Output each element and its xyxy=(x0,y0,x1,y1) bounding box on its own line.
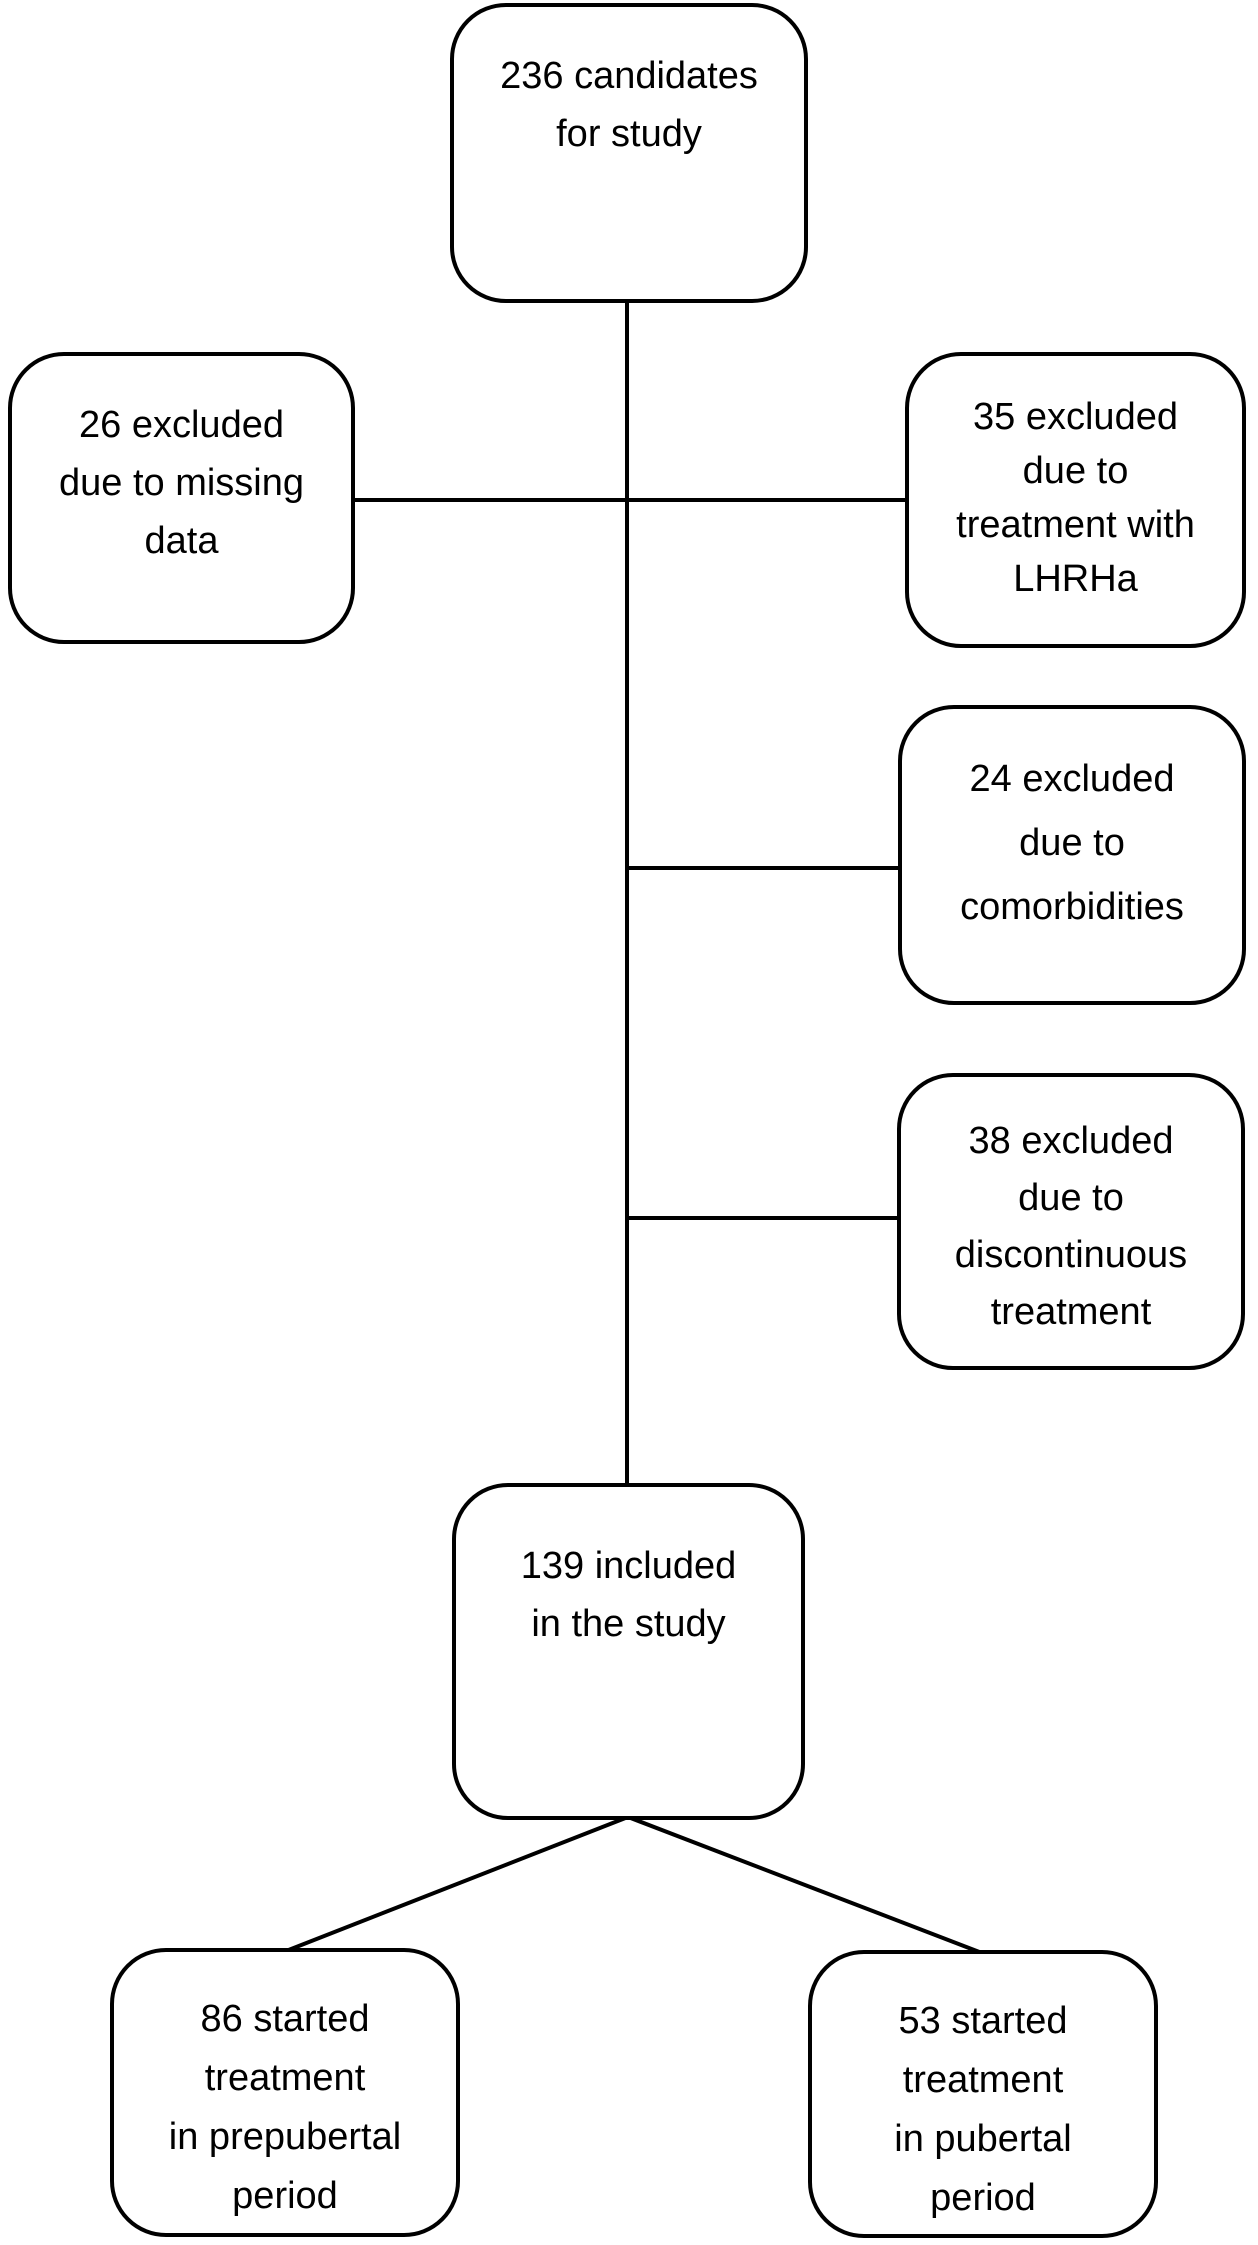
node-excluded-missing-data-text: 26 excluded due to missing data xyxy=(58,404,304,562)
node-excluded-missing-data: 26 excluded due to missing data xyxy=(8,352,355,644)
node-included-text: 139 included in the study xyxy=(520,1545,737,1645)
connector-diagonal-left xyxy=(285,1815,629,1953)
node-pubertal: 53 started treatment in pubertal period xyxy=(808,1950,1158,2238)
node-excluded-discontinuous: 38 excluded due to discontinuous treatme… xyxy=(897,1073,1245,1370)
node-excluded-comorbidities-text: 24 excluded due to comorbidities xyxy=(960,758,1184,928)
node-excluded-comorbidities: 24 excluded due to comorbidities xyxy=(898,705,1246,1005)
node-included: 139 included in the study xyxy=(452,1483,805,1820)
node-prepubertal-text: 86 started treatment in prepubertal peri… xyxy=(168,1998,402,2217)
node-excluded-lhrha-text: 35 excluded due to treatment with LHRHa xyxy=(956,396,1195,600)
node-pubertal-text: 53 started treatment in pubertal period xyxy=(894,2000,1072,2219)
node-prepubertal: 86 started treatment in prepubertal peri… xyxy=(110,1948,460,2237)
node-excluded-lhrha: 35 excluded due to treatment with LHRHa xyxy=(905,352,1246,648)
node-candidates: 236 candidates for study xyxy=(450,3,808,303)
node-candidates-text: 236 candidates for study xyxy=(500,55,758,155)
connector-diagonal-right xyxy=(627,1815,983,1955)
node-excluded-discontinuous-text: 38 excluded due to discontinuous treatme… xyxy=(954,1120,1188,1333)
